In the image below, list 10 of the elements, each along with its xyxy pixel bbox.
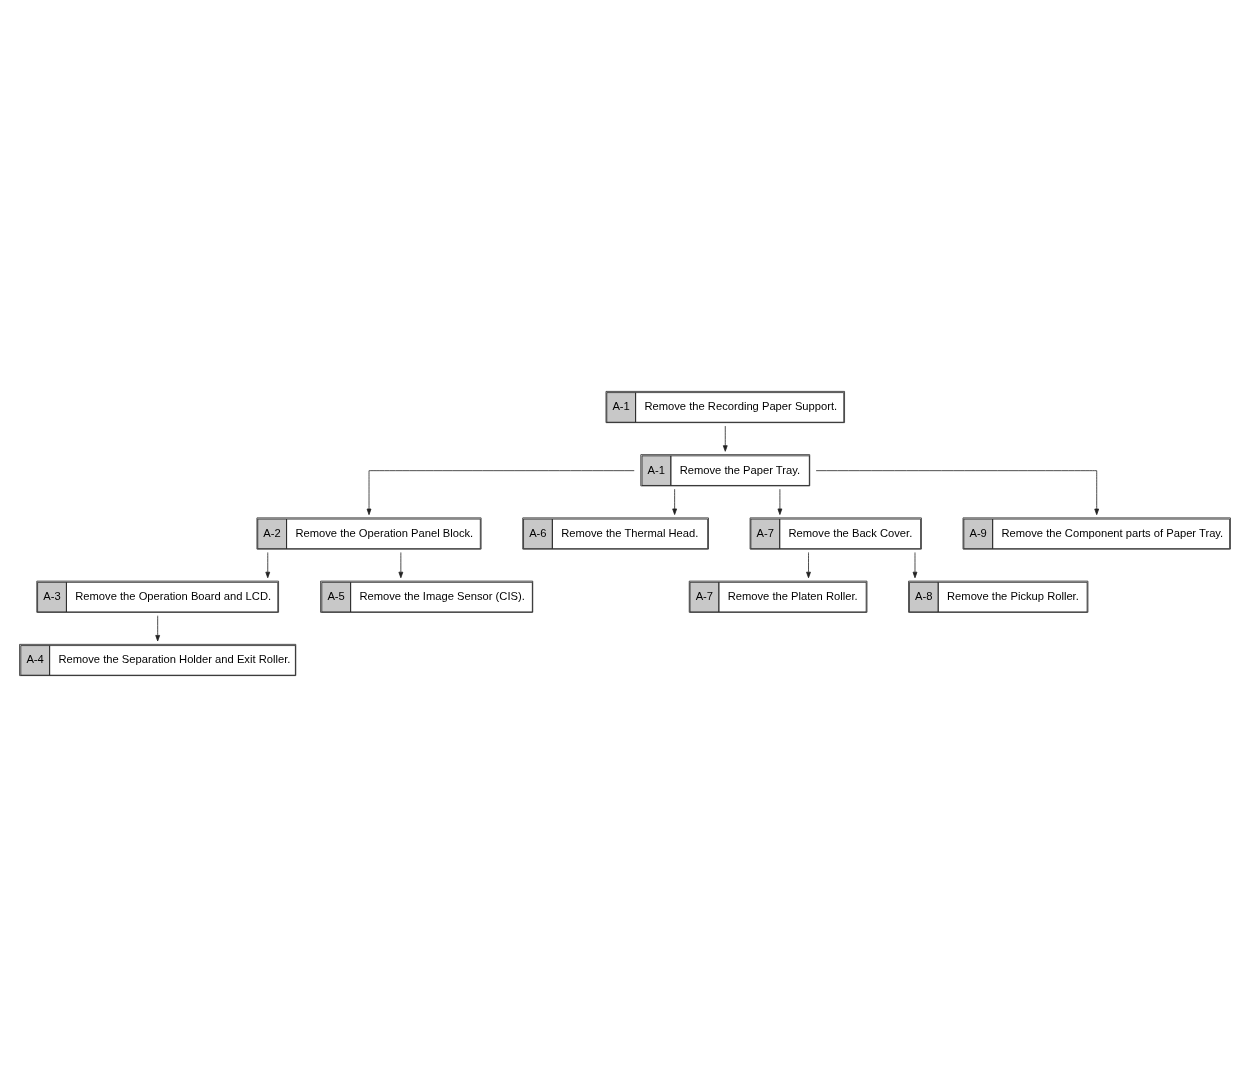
arrow (722, 425, 728, 452)
arrow (806, 551, 811, 578)
arrow (366, 469, 635, 515)
arrow (398, 551, 404, 578)
arrow (777, 488, 783, 515)
arrow (265, 551, 271, 578)
arrow (672, 488, 677, 515)
arrow (155, 614, 161, 641)
arrow (912, 551, 918, 578)
arrow (815, 469, 1100, 515)
